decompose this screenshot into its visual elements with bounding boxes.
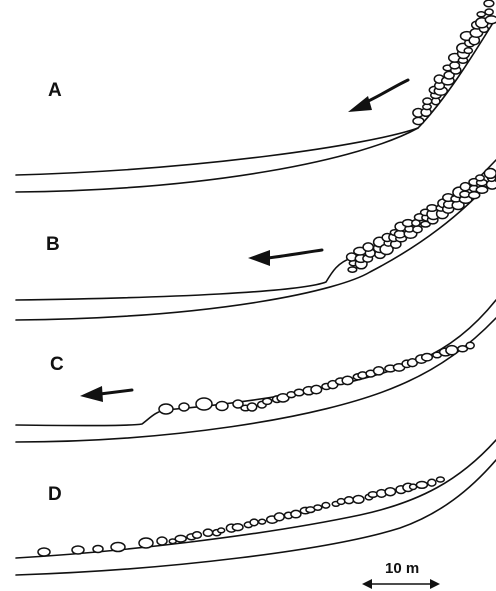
rock-block (477, 12, 485, 17)
rock-block (460, 183, 470, 191)
rock-block (196, 398, 212, 410)
rock-block (410, 484, 417, 489)
rock-block (216, 402, 228, 411)
panel-a: A (16, 0, 496, 192)
rock-block (232, 524, 243, 531)
rock-block (422, 354, 433, 361)
rock-block (337, 499, 345, 505)
panel-label-d: D (48, 484, 62, 505)
panel-a-arrow (348, 80, 408, 112)
rock-block (348, 267, 357, 272)
rock-block (159, 404, 173, 414)
rock-block (294, 389, 303, 396)
rock-block (374, 367, 384, 375)
rock-block (342, 376, 353, 384)
panel-a-lower-line (16, 128, 418, 192)
rock-block (385, 488, 395, 496)
rock-block (157, 537, 167, 545)
rock-block (311, 385, 322, 393)
rock-block (484, 169, 496, 179)
rock-block (218, 528, 225, 533)
scale-bar-label: 10 m (385, 560, 419, 577)
rock-block (476, 186, 487, 193)
rock-block (38, 548, 50, 556)
rock-block (353, 496, 364, 504)
rock-block (72, 546, 84, 554)
rock-block (203, 529, 212, 536)
panel-b-arrow (248, 250, 322, 266)
rock-block (446, 346, 458, 355)
rock-block (322, 503, 330, 509)
panel-d-lower-line (16, 460, 496, 575)
rock-block (485, 16, 496, 24)
rock-block (291, 510, 301, 517)
rock-block (464, 48, 472, 54)
rock-block (259, 519, 266, 524)
panel-c-lower-line (16, 318, 496, 442)
rock-block (428, 479, 436, 486)
panel-c-arrow (80, 386, 132, 402)
rock-block (193, 532, 202, 538)
rock-block (111, 543, 125, 552)
scale-bar-right-arrowhead (430, 579, 440, 589)
panel-c-rock-deposit (159, 342, 474, 414)
rock-block (437, 477, 445, 482)
panel-label-b: B (46, 234, 60, 255)
rock-block (139, 538, 153, 548)
rock-block (416, 482, 427, 489)
panel-d: D (16, 440, 496, 575)
rock-block (413, 226, 422, 233)
rock-block (247, 403, 256, 411)
rock-block (274, 513, 284, 521)
panel-b: B (16, 160, 496, 320)
rock-block (466, 342, 474, 349)
panel-label-c: C (50, 354, 64, 375)
panel-c: C (16, 300, 496, 442)
rock-block (363, 243, 373, 251)
rock-block (175, 535, 186, 542)
scale-bar-left-arrowhead (362, 579, 372, 589)
rock-block (179, 403, 189, 411)
panel-d-rock-deposit (38, 477, 444, 556)
panel-a-rock-deposit (413, 0, 496, 125)
panel-b-upper-line (16, 160, 496, 300)
rock-block (484, 0, 494, 7)
rock-block (250, 519, 258, 526)
rock-block (314, 505, 322, 510)
rock-block (93, 546, 103, 553)
rock-block (413, 117, 424, 124)
panel-d-upper-line (16, 440, 496, 558)
rock-block (485, 9, 493, 15)
panel-label-a: A (48, 80, 62, 101)
scale-bar: 10 m (362, 560, 440, 589)
rock-block (345, 497, 354, 504)
rock-block (233, 400, 243, 408)
rock-block (450, 62, 460, 69)
panel-b-rock-deposit (347, 169, 496, 273)
rock-block (423, 98, 432, 104)
rock-block (263, 398, 272, 404)
panel-a-upper-line (16, 18, 496, 175)
rock-block (476, 175, 484, 181)
